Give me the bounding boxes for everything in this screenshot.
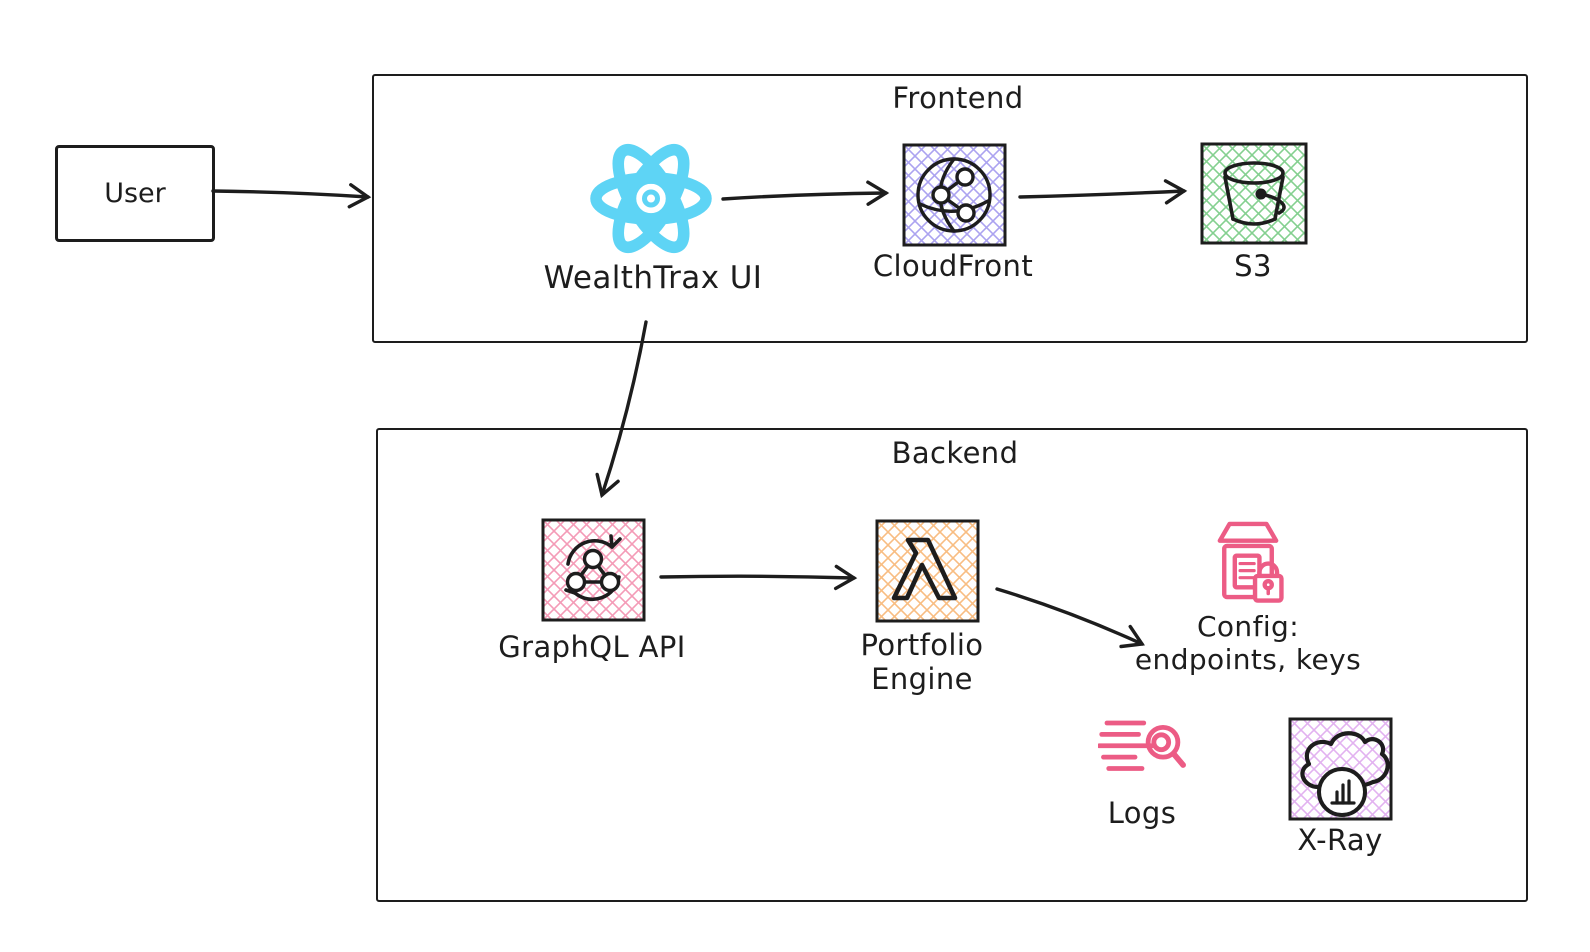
arrow-user-to-frontend bbox=[211, 183, 372, 209]
config-lock-icon bbox=[1204, 514, 1292, 607]
xray-cloud-icon bbox=[1288, 717, 1393, 821]
xray-label: X-Ray bbox=[1297, 823, 1383, 857]
config-label: Config: endpoints, keys bbox=[1134, 610, 1362, 677]
frontend-container bbox=[372, 74, 1528, 343]
graphql-api-label: GraphQL API bbox=[498, 630, 686, 664]
backend-title: Backend bbox=[891, 436, 1019, 470]
lambda-icon bbox=[875, 519, 980, 623]
graphql-sync-icon bbox=[541, 518, 646, 622]
portfolio-engine-label: Portfolio Engine bbox=[860, 628, 984, 697]
logs-search-icon bbox=[1098, 716, 1186, 786]
cloudfront-globe-icon bbox=[902, 143, 1007, 247]
user-box: User bbox=[55, 145, 215, 242]
s3-bucket-icon bbox=[1200, 142, 1308, 245]
wealthtrax-ui-label: WealthTrax UI bbox=[543, 260, 763, 296]
cloudfront-label: CloudFront bbox=[872, 249, 1034, 283]
backend-container bbox=[376, 428, 1528, 902]
react-icon bbox=[588, 139, 714, 258]
s3-label: S3 bbox=[1234, 249, 1272, 283]
frontend-title: Frontend bbox=[892, 81, 1024, 115]
logs-label: Logs bbox=[1107, 796, 1177, 830]
user-label: User bbox=[104, 178, 166, 209]
